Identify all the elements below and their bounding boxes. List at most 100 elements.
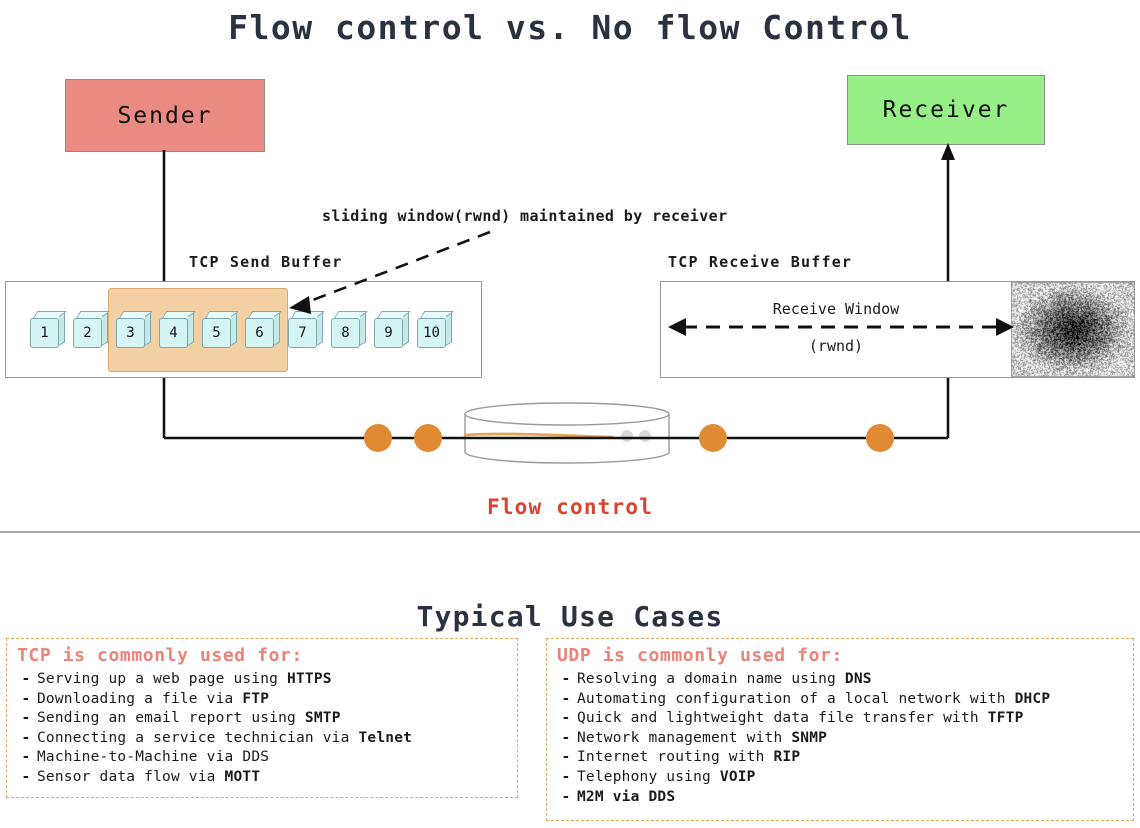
usecase-protocol: SMTP bbox=[305, 710, 341, 726]
segment-number: 5 bbox=[202, 318, 231, 348]
usecase-list-item: -Machine-to-Machine via DDS bbox=[15, 748, 507, 768]
usecase-text: Internet routing with bbox=[577, 749, 773, 765]
segment-side-face bbox=[188, 312, 194, 346]
usecase-text: Automating configuration of a local netw… bbox=[577, 691, 1015, 707]
usecase-protocol: HTTPS bbox=[287, 671, 332, 687]
segment-side-face bbox=[274, 312, 280, 346]
flow-control-caption: Flow control bbox=[0, 495, 1140, 519]
segment-side-face bbox=[446, 312, 452, 346]
receiver-node: Receiver bbox=[847, 75, 1045, 145]
bullet-dash: - bbox=[555, 748, 577, 768]
bullet-dash: - bbox=[15, 690, 37, 710]
usecase-protocol: SNMP bbox=[791, 730, 827, 746]
network-cylinder-icon bbox=[463, 402, 671, 464]
receive-window-label: Receive Window bbox=[661, 300, 1011, 318]
usecase-protocol: DNS bbox=[845, 671, 872, 687]
bullet-dash: - bbox=[555, 670, 577, 690]
segment-number: 9 bbox=[374, 318, 403, 348]
segment-side-face bbox=[403, 312, 409, 346]
path-node-1 bbox=[364, 424, 392, 452]
usecase-text: Downloading a file via bbox=[37, 691, 242, 707]
buffer-segment: 3 bbox=[116, 311, 150, 349]
buffer-segment: 7 bbox=[288, 311, 322, 349]
usecase-protocol: DHCP bbox=[1015, 691, 1051, 707]
path-node-4 bbox=[866, 424, 894, 452]
usecase-protocol: DDS bbox=[242, 749, 269, 765]
segment-side-face bbox=[231, 312, 237, 346]
usecase-text: Serving up a web page using bbox=[37, 671, 287, 687]
segment-side-face bbox=[145, 312, 151, 346]
usecase-list-item: -Internet routing with RIP bbox=[555, 748, 1123, 768]
usecase-list-item: -Connecting a service technician via Tel… bbox=[15, 729, 507, 749]
segment-number: 7 bbox=[288, 318, 317, 348]
segment-number: 2 bbox=[73, 318, 102, 348]
bullet-dash: - bbox=[15, 709, 37, 729]
receive-window-sublabel: (rwnd) bbox=[661, 337, 1011, 355]
sliding-window-annotation: sliding window(rwnd) maintained by recei… bbox=[322, 207, 728, 225]
usecase-protocol: DDS bbox=[648, 789, 675, 805]
buffer-occupied-noise-block bbox=[1011, 282, 1135, 377]
bullet-dash: - bbox=[15, 748, 37, 768]
buffer-segment: 6 bbox=[245, 311, 279, 349]
bullet-dash: - bbox=[555, 768, 577, 788]
usecase-list-item: -Resolving a domain name using DNS bbox=[555, 670, 1123, 690]
usecase-list-item: -Quick and lightweight data file transfe… bbox=[555, 709, 1123, 729]
usecase-protocol: FTP bbox=[242, 691, 269, 707]
usecase-list-item: -Sensor data flow via MOTT bbox=[15, 768, 507, 788]
segment-side-face bbox=[360, 312, 366, 346]
usecase-protocol: MOTT bbox=[225, 769, 261, 785]
usecase-protocol: TFTP bbox=[988, 710, 1024, 726]
tcp-panel-heading: TCP is commonly used for: bbox=[17, 645, 507, 666]
segment-number: 8 bbox=[331, 318, 360, 348]
usecase-text: Connecting a service technician via bbox=[37, 730, 358, 746]
tcp-usecase-list: -Serving up a web page using HTTPS-Downl… bbox=[15, 670, 507, 788]
usecase-text: M2M via bbox=[577, 789, 648, 805]
usecase-text: Telephony using bbox=[577, 769, 720, 785]
usecase-text: Network management with bbox=[577, 730, 791, 746]
segment-number: 6 bbox=[245, 318, 274, 348]
sender-label: Sender bbox=[117, 103, 212, 129]
segment-number: 4 bbox=[159, 318, 188, 348]
bullet-dash: - bbox=[15, 670, 37, 690]
segment-number: 3 bbox=[116, 318, 145, 348]
usecase-protocol: Telnet bbox=[358, 730, 412, 746]
usecase-list-item: -Sending an email report using SMTP bbox=[15, 709, 507, 729]
bullet-dash: - bbox=[555, 729, 577, 749]
usecase-protocol: VOIP bbox=[720, 769, 756, 785]
buffer-segment: 2 bbox=[73, 311, 107, 349]
bullet-dash: - bbox=[555, 788, 577, 808]
usecase-list-item: -M2M via DDS bbox=[555, 788, 1123, 808]
buffer-segment: 10 bbox=[417, 311, 451, 349]
buffer-segment: 5 bbox=[202, 311, 236, 349]
usecase-list-item: -Automating configuration of a local net… bbox=[555, 690, 1123, 710]
buffer-segment: 8 bbox=[331, 311, 365, 349]
buffer-segment: 9 bbox=[374, 311, 408, 349]
usecase-list-item: -Serving up a web page using HTTPS bbox=[15, 670, 507, 690]
tcp-usecase-panel: TCP is commonly used for: -Serving up a … bbox=[6, 638, 518, 798]
usecase-text: Machine-to-Machine via bbox=[37, 749, 242, 765]
segment-side-face bbox=[317, 312, 323, 346]
bullet-dash: - bbox=[555, 709, 577, 729]
usecase-text: Sensor data flow via bbox=[37, 769, 225, 785]
usecase-list-item: -Telephony using VOIP bbox=[555, 768, 1123, 788]
bullet-dash: - bbox=[15, 768, 37, 788]
receiver-arrowhead bbox=[941, 143, 955, 160]
segment-number: 10 bbox=[417, 318, 446, 348]
segment-side-face bbox=[59, 312, 65, 346]
section-divider bbox=[0, 531, 1140, 533]
usecase-text: Quick and lightweight data file transfer… bbox=[577, 710, 988, 726]
segment-number: 1 bbox=[30, 318, 59, 348]
udp-usecase-list: -Resolving a domain name using DNS-Autom… bbox=[555, 670, 1123, 807]
usecase-list-item: -Network management with SNMP bbox=[555, 729, 1123, 749]
page-title: Flow control vs. No flow Control bbox=[0, 8, 1140, 47]
path-node-3 bbox=[699, 424, 727, 452]
usecase-text: Sending an email report using bbox=[37, 710, 305, 726]
usecase-protocol: RIP bbox=[773, 749, 800, 765]
section-title: Typical Use Cases bbox=[0, 600, 1140, 633]
receiver-label: Receiver bbox=[883, 97, 1010, 123]
udp-panel-heading: UDP is commonly used for: bbox=[557, 645, 1123, 666]
segment-side-face bbox=[102, 312, 108, 346]
udp-usecase-panel: UDP is commonly used for: -Resolving a d… bbox=[546, 638, 1134, 821]
bullet-dash: - bbox=[555, 690, 577, 710]
